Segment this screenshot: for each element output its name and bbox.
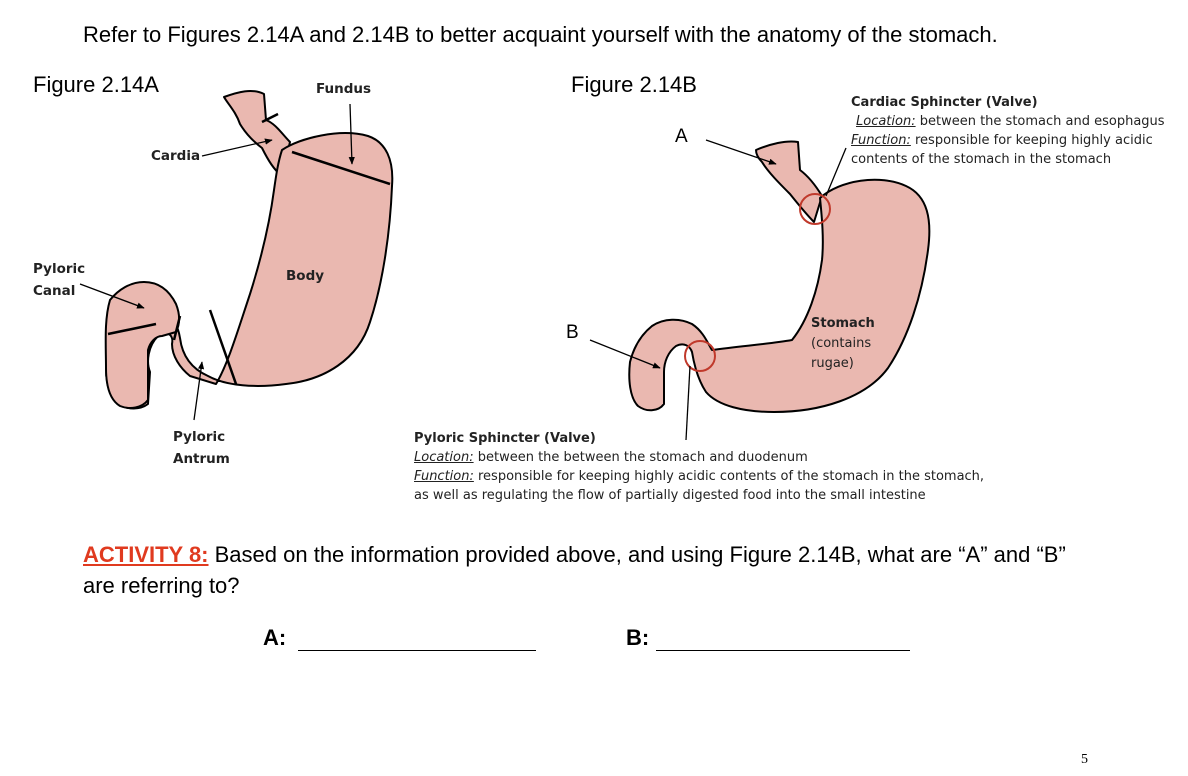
figure-b-arrows: [589, 139, 847, 441]
arrow-a: [705, 139, 777, 165]
figure-a-esophagus: [223, 89, 291, 177]
arrow-b: [589, 339, 661, 369]
figure-b-title: Figure 2.14B: [571, 72, 697, 97]
pyloric-sphincter-circle: [684, 340, 716, 372]
figure-a-title: Figure 2.14A: [33, 72, 159, 97]
figure-b-valves: [684, 193, 831, 372]
figure-b-stomach: [628, 140, 931, 413]
divider-body-antrum: [208, 309, 238, 385]
cardiac-function-label: Function:: [851, 133, 911, 148]
arrow-cardia: [201, 138, 273, 157]
arrow-pyloric-antrum: [193, 361, 205, 421]
answer-b-label: B:: [626, 625, 650, 650]
cardiac-location-text: between the stomach and esophagus: [915, 114, 1165, 129]
label-cardia: Cardia: [151, 148, 201, 164]
pyloric-location-text: between the between the stomach and duod…: [473, 450, 808, 465]
cardiac-location-line: Location: between the stomach and esopha…: [851, 112, 1165, 131]
arrow-pyloric-canal: [79, 283, 145, 309]
pyloric-function-line: Function: responsible for keeping highly…: [414, 467, 984, 486]
pyloric-function-text: responsible for keeping highly acidic co…: [473, 469, 985, 484]
pyloric-location-line: Location: between the between the stomac…: [414, 448, 984, 467]
letter-b: B: [566, 322, 579, 343]
figure-b-esophagus: [755, 140, 823, 223]
pyloric-function-line2: as well as regulating the flow of partia…: [414, 488, 926, 503]
stomach-label-line2: (contains: [811, 336, 872, 351]
stomach-label: Stomach (contains rugae): [811, 314, 875, 374]
label-pyloric-antrum-line1: Pyloric: [173, 429, 226, 445]
label-pyloric-canal-line1: Pyloric: [33, 261, 86, 277]
divider-canal: [107, 322, 157, 336]
divider-antrum-canal: [172, 315, 182, 341]
cardiac-function-line: Function: responsible for keeping highly…: [851, 131, 1165, 150]
cardiac-sphincter-info: Cardiac Sphincter (Valve) Location: betw…: [851, 93, 1165, 169]
stomach-label-line3: rugae): [811, 356, 854, 371]
label-fundus: Fundus: [316, 81, 372, 97]
activity-question: ACTIVITY 8: Based on the information pro…: [83, 539, 1093, 601]
pyloric-heading: Pyloric Sphincter (Valve): [414, 431, 596, 446]
figure-b-stomach-body: [628, 178, 931, 413]
cardiac-sphincter-circle: [799, 193, 831, 225]
figure-a-pyloric-canal: [104, 281, 180, 409]
cardiac-heading: Cardiac Sphincter (Valve): [851, 95, 1038, 110]
divider-esophagus: [261, 112, 279, 124]
activity-label: ACTIVITY 8:: [83, 542, 209, 567]
answer-b-blank[interactable]: [656, 650, 910, 651]
pyloric-label-line: [685, 365, 691, 441]
pyloric-function-label: Function:: [414, 469, 474, 484]
figure-a-dividers: [107, 112, 391, 385]
cardiac-function-text: responsible for keeping highly acidic: [910, 133, 1153, 148]
label-body: Body: [286, 268, 325, 284]
stomach-label-line1: Stomach: [811, 316, 875, 331]
cardiac-label-line: [825, 147, 847, 197]
cardiac-function-line2: contents of the stomach in the stomach: [851, 152, 1112, 167]
answer-a-blank[interactable]: [298, 650, 536, 651]
intro-text: Refer to Figures 2.14A and 2.14B to bett…: [83, 22, 998, 47]
cardiac-location-label: Location:: [856, 114, 916, 129]
figure-a-stomach: [104, 89, 394, 410]
pyloric-location-label: Location:: [414, 450, 474, 465]
pyloric-sphincter-info: Pyloric Sphincter (Valve) Location: betw…: [414, 429, 984, 505]
letter-a: A: [675, 126, 688, 147]
page-number: 5: [1081, 752, 1088, 767]
label-pyloric-canal-line2: Canal: [33, 283, 76, 299]
figure-a-arrows: [79, 103, 355, 421]
arrow-fundus: [348, 103, 355, 165]
answer-a-label: A:: [263, 625, 287, 650]
divider-cardia-fundus: [291, 150, 391, 186]
activity-question-text: Based on the information provided above,…: [83, 542, 1066, 598]
label-pyloric-antrum-line2: Antrum: [173, 451, 230, 467]
